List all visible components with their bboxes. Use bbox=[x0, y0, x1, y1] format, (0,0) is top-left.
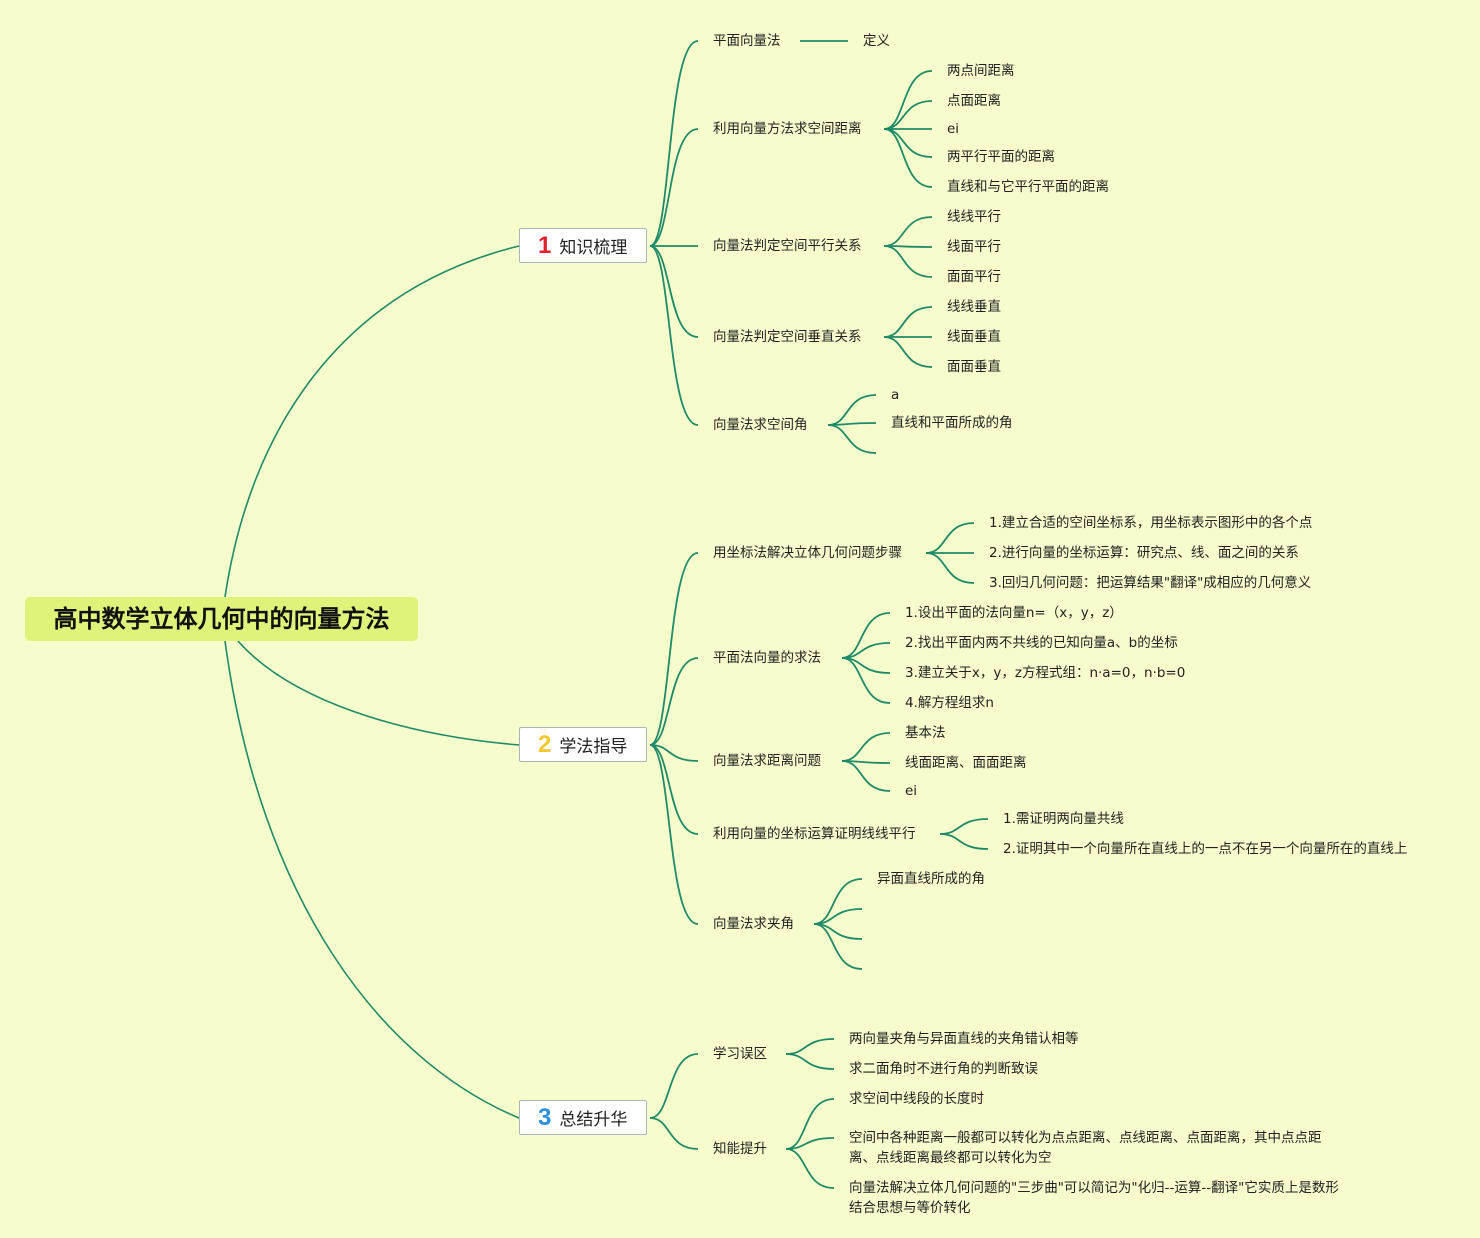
topic-node[interactable]: 学习误区 bbox=[713, 1046, 767, 1062]
topic-node[interactable]: 用坐标法解决立体几何问题步骤 bbox=[713, 545, 902, 561]
connector-line bbox=[649, 1053, 699, 1119]
subtopic-node[interactable]: 3.回归几何问题：把运算结果"翻译"成相应的几何意义 bbox=[989, 575, 1312, 591]
connector-line bbox=[237, 640, 520, 746]
subtopic-node[interactable]: 面面垂直 bbox=[947, 359, 1001, 375]
subtopic-node[interactable]: 向量法解决立体几何问题的"三步曲"可以简记为"化归--运算--翻译"它实质上是数… bbox=[849, 1180, 1339, 1216]
subtopic-node[interactable]: 线线平行 bbox=[947, 209, 1001, 225]
connector-line bbox=[925, 552, 975, 584]
connector-line bbox=[883, 70, 933, 130]
topic-node[interactable]: 利用向量方法求空间距离 bbox=[713, 121, 862, 137]
connector-line bbox=[883, 336, 933, 368]
root-topic[interactable]: 高中数学立体几何中的向量方法 bbox=[25, 597, 418, 641]
main-topic-summary[interactable]: 3 总结升华 bbox=[519, 1100, 647, 1135]
topic-node[interactable]: 向量法求距离问题 bbox=[713, 753, 821, 769]
number-1-icon: 1 bbox=[538, 231, 552, 259]
subtopic-node[interactable]: 线面垂直 bbox=[947, 329, 1001, 345]
subtopic-node[interactable]: 异面直线所成的角 bbox=[877, 871, 985, 887]
connector-line bbox=[813, 923, 863, 970]
topic-node[interactable]: 向量法判定空间平行关系 bbox=[713, 238, 862, 254]
topic-node[interactable]: 向量法判定空间垂直关系 bbox=[713, 329, 862, 345]
subtopic-node[interactable]: 两点间距离 bbox=[947, 63, 1015, 79]
subtopic-node[interactable]: 点面距离 bbox=[947, 93, 1001, 109]
subtopic-node[interactable]: 空间中各种距离一般都可以转化为点点距离、点线距离、点面距离，其中点点距离、点线距… bbox=[849, 1130, 1322, 1166]
subtopic-node[interactable]: ei bbox=[905, 783, 918, 799]
subtopic-node[interactable]: 1.需证明两向量共线 bbox=[1003, 811, 1124, 827]
connector-line bbox=[939, 818, 989, 835]
subtopic-node[interactable]: 基本法 bbox=[905, 725, 946, 741]
number-3-icon: 3 bbox=[538, 1103, 552, 1131]
topic-node[interactable]: 向量法求夹角 bbox=[713, 916, 794, 932]
subtopic-node[interactable]: 线面距离、面面距离 bbox=[905, 755, 1027, 771]
connector-line bbox=[841, 657, 891, 704]
topic-node[interactable]: 知能提升 bbox=[713, 1141, 767, 1157]
connector-line bbox=[827, 424, 877, 454]
connector-line bbox=[649, 657, 699, 746]
connector-line bbox=[649, 245, 699, 426]
topic-node[interactable]: 向量法求空间角 bbox=[713, 417, 808, 433]
connector-line bbox=[649, 552, 699, 746]
subtopic-node[interactable]: a bbox=[891, 387, 900, 403]
connector-line bbox=[785, 1038, 835, 1055]
subtopic-node[interactable]: 两平行平面的距离 bbox=[947, 149, 1055, 165]
subtopic-node[interactable]: 直线和平面所成的角 bbox=[891, 415, 1013, 431]
subtopic-node[interactable]: 直线和与它平行平面的距离 bbox=[947, 179, 1109, 195]
subtopic-node[interactable]: 3.建立关于x，y，z方程式组：n·a=0，n·b=0 bbox=[905, 665, 1186, 681]
subtopic-node[interactable]: 定义 bbox=[863, 33, 890, 49]
topic-node[interactable]: 平面法向量的求法 bbox=[713, 650, 821, 666]
connector-line bbox=[883, 216, 933, 247]
subtopic-node[interactable]: 两向量夹角与异面直线的夹角错认相等 bbox=[849, 1031, 1079, 1047]
main-topic-label: 学法指导 bbox=[559, 737, 628, 757]
subtopic-node[interactable]: 2.找出平面内两不共线的已知向量a、b的坐标 bbox=[905, 635, 1178, 651]
main-topic-knowledge[interactable]: 1 知识梳理 bbox=[519, 228, 647, 263]
connector-line bbox=[827, 394, 877, 426]
subtopic-node[interactable]: 线线垂直 bbox=[947, 299, 1001, 315]
connector-line bbox=[649, 744, 699, 835]
connector-line bbox=[785, 1148, 835, 1189]
connector-line bbox=[649, 744, 699, 762]
topic-node[interactable]: 平面向量法 bbox=[713, 33, 781, 49]
number-2-icon: 2 bbox=[538, 730, 552, 758]
connector-line bbox=[841, 612, 891, 659]
main-topic-label: 总结升华 bbox=[559, 1110, 628, 1130]
connector-line bbox=[925, 522, 975, 554]
connector-line bbox=[785, 1098, 835, 1150]
subtopic-node[interactable]: 求二面角时不进行角的判断致误 bbox=[849, 1061, 1038, 1077]
connector-line bbox=[883, 128, 933, 188]
connector-line bbox=[883, 245, 933, 278]
topic-node[interactable]: 利用向量的坐标运算证明线线平行 bbox=[713, 826, 916, 842]
subtopic-node[interactable]: ei bbox=[947, 121, 960, 137]
connector-line bbox=[649, 40, 699, 247]
connector-line bbox=[841, 760, 891, 792]
subtopic-node[interactable]: 线面平行 bbox=[947, 239, 1001, 255]
main-topic-label: 知识梳理 bbox=[559, 238, 628, 258]
connector-line bbox=[224, 245, 520, 598]
subtopic-node[interactable]: 1.设出平面的法向量n=（x，y，z） bbox=[905, 605, 1123, 621]
connector-line bbox=[649, 744, 699, 925]
connector-line bbox=[785, 1053, 835, 1070]
connector-line bbox=[883, 306, 933, 338]
subtopic-node[interactable]: 4.解方程组求n bbox=[905, 695, 994, 711]
connector-line bbox=[939, 833, 989, 850]
connector-line bbox=[883, 128, 933, 158]
subtopic-node[interactable]: 2.进行向量的坐标运算：研究点、线、面之间的关系 bbox=[989, 545, 1299, 561]
connector-line bbox=[224, 640, 520, 1119]
subtopic-node[interactable]: 1.建立合适的空间坐标系，用坐标表示图形中的各个点 bbox=[989, 515, 1313, 531]
connector-line bbox=[649, 128, 699, 247]
subtopic-node[interactable]: 2.证明其中一个向量所在直线上的一点不在另一个向量所在的直线上 bbox=[1003, 841, 1408, 857]
connector-line bbox=[785, 1137, 835, 1150]
connector-line bbox=[649, 245, 699, 338]
main-topic-method[interactable]: 2 学法指导 bbox=[519, 727, 647, 762]
subtopic-node[interactable]: 面面平行 bbox=[947, 269, 1001, 285]
connector-line bbox=[841, 732, 891, 762]
connector-line bbox=[649, 1117, 699, 1150]
connector-line bbox=[813, 878, 863, 925]
subtopic-node[interactable]: 求空间中线段的长度时 bbox=[849, 1091, 984, 1107]
connector-line bbox=[883, 100, 933, 130]
